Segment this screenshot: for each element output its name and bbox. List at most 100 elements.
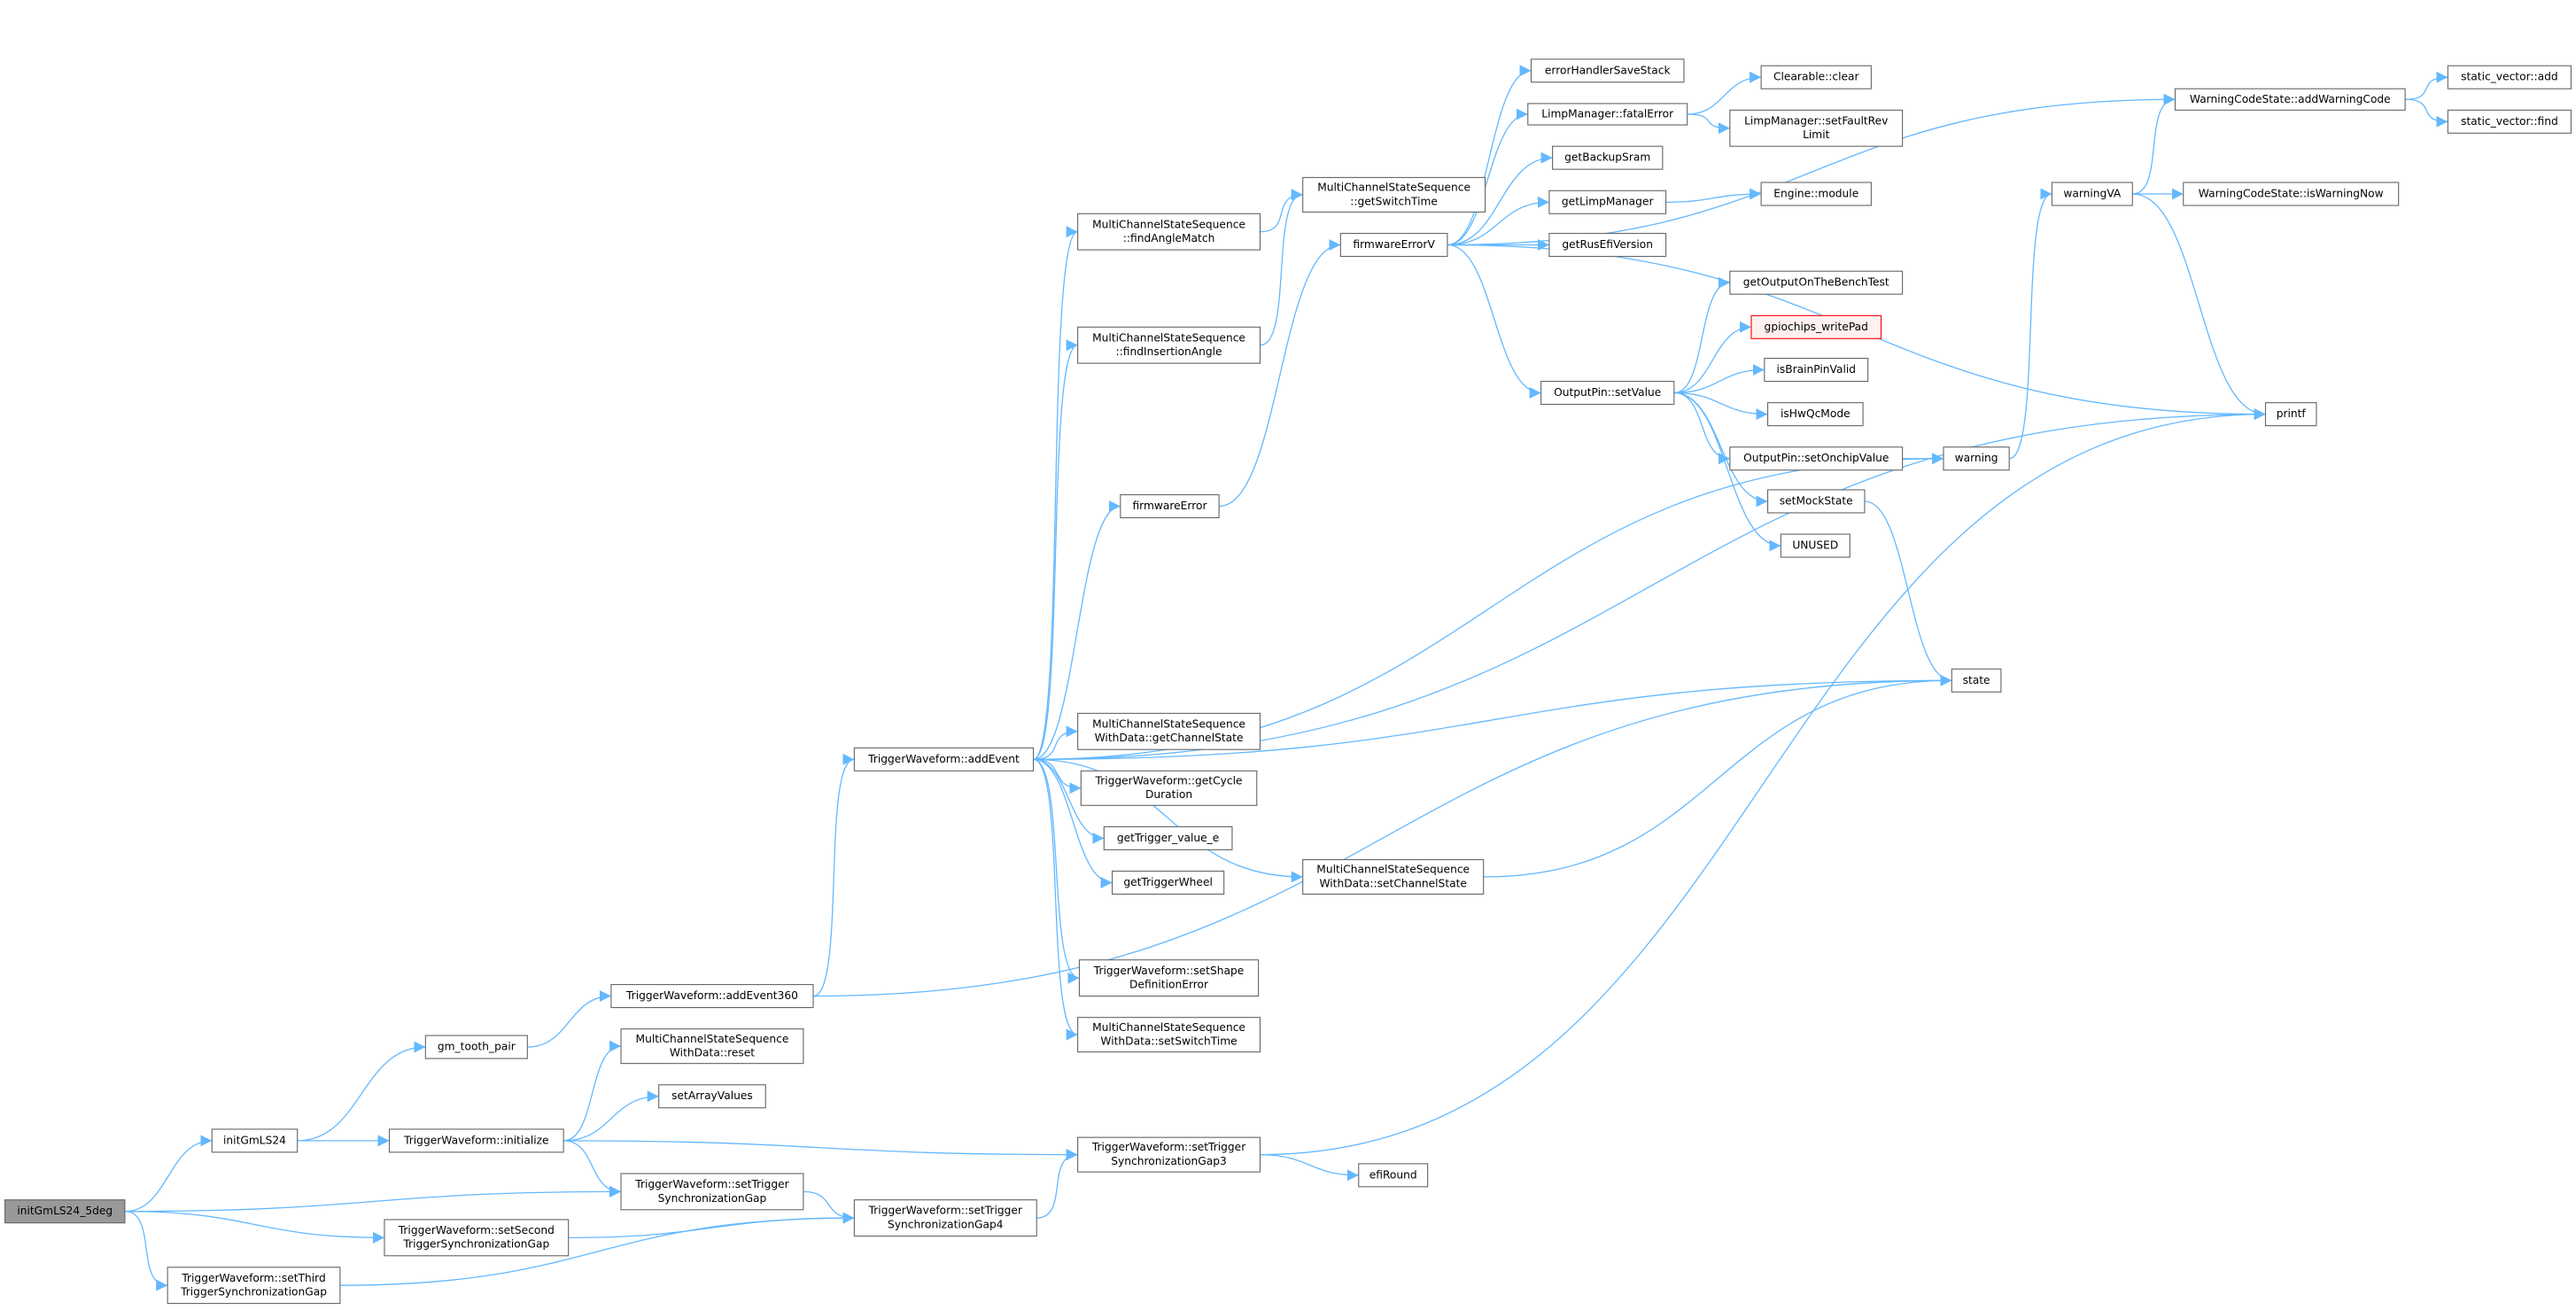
node-label: MultiChannelStateSequence — [1317, 182, 1470, 194]
node-addEvent360[interactable]: TriggerWaveform::addEvent360 — [610, 984, 814, 1009]
node-initialize[interactable]: TriggerWaveform::initialize — [388, 1128, 564, 1153]
node-getSwitchTime[interactable]: MultiChannelStateSequence::getSwitchTime — [1302, 176, 1486, 213]
node-label: SynchronizationGap3 — [1111, 1155, 1226, 1167]
node-firmwareError[interactable]: firmwareError — [1120, 494, 1220, 519]
node-setMockState[interactable]: setMockState — [1766, 489, 1866, 514]
node-initGmLS24_5deg[interactable]: initGmLS24_5deg — [4, 1199, 126, 1224]
node-engineModule[interactable]: Engine::module — [1760, 182, 1872, 206]
node-label: ::findInsertionAngle — [1116, 345, 1222, 358]
node-box — [1120, 494, 1220, 519]
node-getTrigger_value_e[interactable]: getTrigger_value_e — [1103, 826, 1233, 850]
node-vectorAdd[interactable]: static_vector::add — [2447, 65, 2572, 89]
node-label: efiRound — [1369, 1168, 1417, 1181]
edge-setValue-to-getOutputOnTheBenchTest — [1673, 276, 1730, 394]
node-isWarningNow[interactable]: WarningCodeState::isWarningNow — [2183, 182, 2400, 206]
node-box — [1077, 1017, 1261, 1053]
node-setOnchipValue[interactable]: OutputPin::setOnchipValue — [1729, 446, 1904, 471]
node-initGmLS24[interactable]: initGmLS24 — [211, 1128, 299, 1153]
edge-findAngleMatch-to-getSwitchTime — [1260, 189, 1303, 233]
edge-initialize-to-setGap — [563, 1140, 622, 1198]
node-box — [2051, 182, 2133, 206]
edge-setValue-to-UNUSED — [1673, 391, 1781, 552]
edge-setValue-to-isBrainPinValid — [1673, 364, 1765, 394]
node-box — [424, 1035, 528, 1059]
node-setSecondGap[interactable]: TriggerWaveform::setSecondTriggerSynchro… — [384, 1219, 570, 1257]
node-label: TriggerWaveform::setTrigger — [634, 1178, 789, 1190]
node-efiRound[interactable]: efiRound — [1358, 1163, 1429, 1188]
edge-firmwareErrorV-to-fatalError — [1447, 108, 1528, 246]
node-isBrainPinValid[interactable]: isBrainPinValid — [1764, 357, 1869, 383]
node-label: errorHandlerSaveStack — [1545, 64, 1672, 76]
node-label: initGmLS24_5deg — [17, 1205, 113, 1217]
node-addEvent[interactable]: TriggerWaveform::addEvent — [853, 747, 1035, 771]
edge-firmwareErrorV-to-setValue — [1447, 244, 1541, 399]
node-label: static_vector::find — [2461, 115, 2558, 128]
node-box — [2447, 65, 2572, 89]
node-state[interactable]: state — [1951, 668, 2002, 693]
node-clear[interactable]: Clearable::clear — [1760, 65, 1872, 89]
node-setGap[interactable]: TriggerWaveform::setTriggerSynchronizati… — [620, 1173, 804, 1211]
node-warning[interactable]: warning — [1943, 446, 2010, 471]
node-findAngleMatch[interactable]: MultiChannelStateSequence::findAngleMatc… — [1077, 213, 1261, 251]
node-setArrayValues[interactable]: setArrayValues — [658, 1084, 766, 1109]
edge-initGmLS24-to-gm_tooth_pair — [297, 1041, 426, 1142]
node-label: ::findAngleMatch — [1123, 232, 1215, 244]
node-label: MultiChannelStateSequence — [1092, 218, 1245, 230]
node-setChannelState[interactable]: MultiChannelStateSequenceWithData::setCh… — [1302, 858, 1485, 895]
edge-addEvent-to-setSwitchTime — [1033, 758, 1078, 1041]
nodes-layer: initGmLS24_5deginitGmLS24gm_tooth_pairTr… — [4, 58, 2572, 1305]
node-label: TriggerWaveform::initialize — [403, 1134, 548, 1146]
node-label: getTrigger_value_e — [1117, 832, 1219, 844]
node-getOutputOnTheBenchTest[interactable]: getOutputOnTheBenchTest — [1729, 270, 1904, 295]
node-isHwQcMode[interactable]: isHwQcMode — [1766, 402, 1864, 427]
node-getChannelState[interactable]: MultiChannelStateSequenceWithData::getCh… — [1077, 712, 1261, 750]
edge-addEvent360-to-addEvent — [812, 753, 855, 997]
edge-addEvent-to-getChannelState — [1033, 725, 1078, 760]
node-box — [1077, 326, 1261, 364]
node-box — [1077, 213, 1261, 251]
node-box — [1548, 232, 1667, 258]
edge-addWarningCode-to-vectorFind — [2405, 98, 2448, 128]
node-box — [1552, 145, 1664, 170]
node-vectorFind[interactable]: static_vector::find — [2447, 109, 2572, 134]
node-getLimpManager[interactable]: getLimpManager — [1548, 190, 1667, 214]
node-setThirdGap[interactable]: TriggerWaveform::setThirdTriggerSynchron… — [167, 1267, 341, 1305]
node-setGap4[interactable]: TriggerWaveform::setTriggerSynchronizati… — [853, 1199, 1037, 1237]
node-setValue[interactable]: OutputPin::setValue — [1540, 380, 1675, 406]
node-getBackupSram[interactable]: getBackupSram — [1552, 145, 1664, 170]
node-getTriggerWheel[interactable]: getTriggerWheel — [1112, 870, 1225, 895]
node-box — [658, 1084, 766, 1109]
node-label: Duration — [1145, 788, 1192, 801]
edge-initGmLS24_5deg-to-setThirdGap — [124, 1211, 168, 1291]
node-errorHandlerSaveStack[interactable]: errorHandlerSaveStack — [1530, 58, 1685, 83]
node-fatalError[interactable]: LimpManager::fatalError — [1527, 103, 1688, 126]
node-addWarningCode[interactable]: WarningCodeState::addWarningCode — [2174, 88, 2406, 111]
edge-setGap4-to-setGap3 — [1036, 1149, 1078, 1219]
node-getRusEfiVersion[interactable]: getRusEfiVersion — [1548, 232, 1667, 258]
node-label: MultiChannelStateSequence — [1092, 331, 1245, 344]
edge-findInsertionAngle-to-getSwitchTime — [1260, 189, 1303, 346]
node-findInsertionAngle[interactable]: MultiChannelStateSequence::findInsertion… — [1077, 326, 1261, 364]
node-gm_tooth_pair[interactable]: gm_tooth_pair — [424, 1035, 528, 1059]
node-box — [1760, 65, 1872, 89]
edge-initGmLS24_5deg-to-setSecondGap — [124, 1211, 384, 1244]
node-gpiochips_writePad[interactable]: gpiochips_writePad — [1750, 314, 1882, 339]
node-firmwareErrorV[interactable]: firmwareErrorV — [1339, 232, 1448, 258]
node-UNUSED[interactable]: UNUSED — [1780, 533, 1851, 558]
node-printf[interactable]: printf — [2264, 402, 2317, 427]
node-setGap3[interactable]: TriggerWaveform::setTriggerSynchronizati… — [1077, 1136, 1261, 1173]
edge-addWarningCode-to-vectorAdd — [2405, 71, 2448, 100]
node-box — [853, 1199, 1037, 1237]
node-setSwitchTime[interactable]: MultiChannelStateSequenceWithData::setSw… — [1077, 1017, 1261, 1053]
node-warningVA[interactable]: warningVA — [2051, 182, 2133, 206]
node-label: TriggerWaveform::addEvent360 — [625, 989, 798, 1002]
edge-setValue-to-gpiochips_writePad — [1673, 321, 1751, 394]
node-box — [620, 1028, 804, 1065]
node-label: MultiChannelStateSequence — [636, 1033, 789, 1045]
node-box — [1077, 712, 1261, 750]
node-label: OutputPin::setOnchipValue — [1743, 452, 1889, 464]
